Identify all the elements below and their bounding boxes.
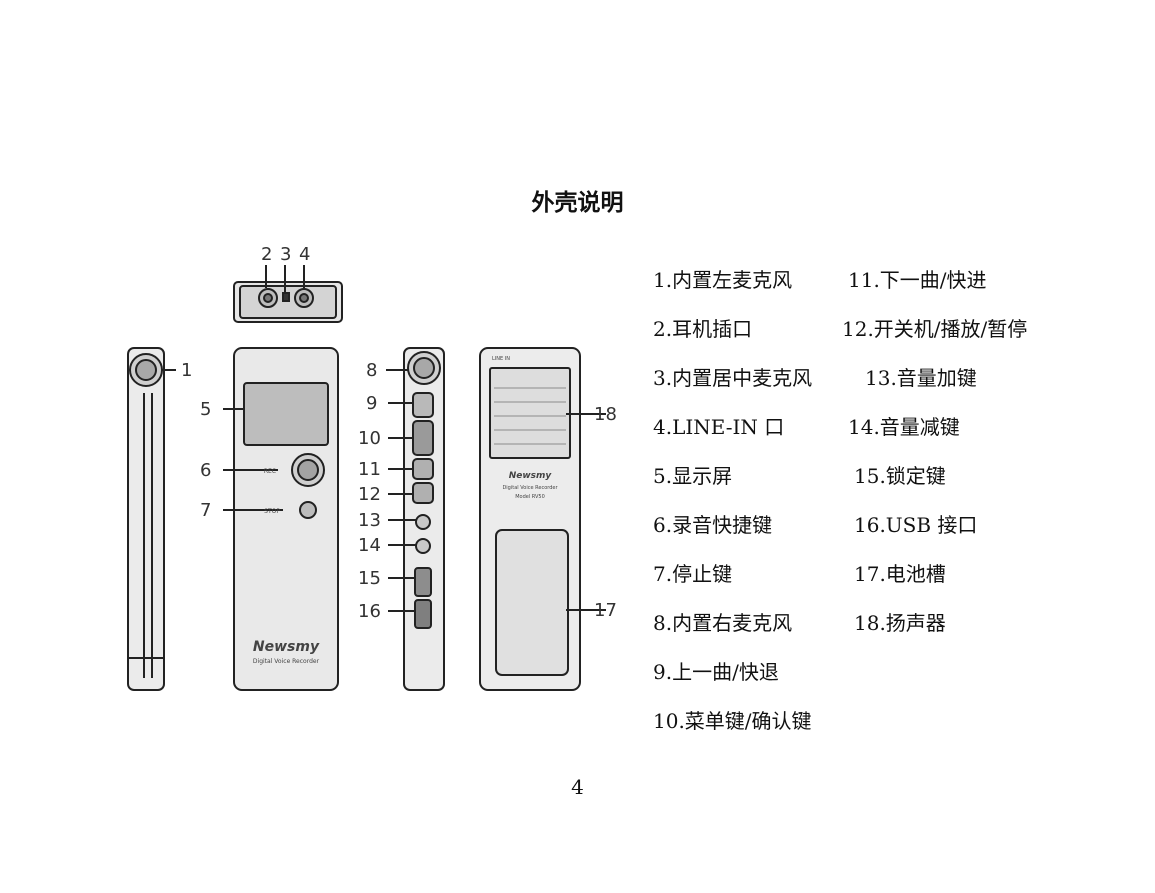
legend-item-10: 10.菜单键/确认键 xyxy=(653,709,812,733)
callout-10: 10 xyxy=(358,428,381,449)
line-in-label: LINE IN xyxy=(492,356,510,362)
callout-2: 2 xyxy=(261,244,272,265)
legend-item-13: 13.音量加键 xyxy=(865,366,977,390)
page-title: 外壳说明 xyxy=(531,190,624,216)
page-number: 4 xyxy=(571,775,584,799)
callout-16: 16 xyxy=(358,601,381,622)
device-diagram: 2 3 4 1 5 6 7 8 9 10 11 12 13 14 15 16 1… xyxy=(118,238,624,696)
back-view xyxy=(479,347,606,691)
back-subtitle: Digital Voice Recorder xyxy=(502,485,558,491)
rec-label: REC xyxy=(264,468,276,475)
device-text: Newsmy Digital Voice Recorder REC STOP N… xyxy=(253,356,559,665)
legend-item-18: 18.扬声器 xyxy=(854,611,946,635)
legend-item-9: 9.上一曲/快退 xyxy=(653,660,779,684)
right-side-view xyxy=(386,347,445,691)
callout-13: 13 xyxy=(358,510,381,531)
callout-15: 15 xyxy=(358,568,381,589)
legend-item-16: 16.USB 接口 xyxy=(854,513,978,537)
callout-11: 11 xyxy=(358,459,381,480)
callout-1: 1 xyxy=(181,360,192,381)
legend-item-15: 15.锁定键 xyxy=(854,464,946,488)
callout-5: 5 xyxy=(200,399,211,420)
top-view xyxy=(233,265,343,323)
callout-9: 9 xyxy=(366,393,377,414)
legend-item-7: 7.停止键 xyxy=(653,562,733,586)
left-side-view xyxy=(127,347,176,691)
callout-labels: 2 3 4 1 5 6 7 8 9 10 11 12 13 14 15 16 1… xyxy=(181,244,617,622)
back-brand: Newsmy xyxy=(509,471,553,481)
legend-item-11: 11.下一曲/快进 xyxy=(848,268,987,292)
legend-item-3: 3.内置居中麦克风 xyxy=(653,366,813,390)
callout-6: 6 xyxy=(200,460,211,481)
legend-item-17: 17.电池槽 xyxy=(854,562,946,586)
legend-item-5: 5.显示屏 xyxy=(653,464,733,488)
callout-12: 12 xyxy=(358,484,381,505)
callout-7: 7 xyxy=(200,500,211,521)
legend-item-8: 8.内置右麦克风 xyxy=(653,611,793,635)
callout-14: 14 xyxy=(358,535,381,556)
front-view xyxy=(223,347,339,691)
callout-3: 3 xyxy=(280,244,291,265)
callout-18: 18 xyxy=(594,404,617,425)
callout-8: 8 xyxy=(366,360,377,381)
back-model: Model RV50 xyxy=(515,494,545,500)
legend-item-1: 1.内置左麦克风 xyxy=(653,268,793,292)
legend-item-4: 4.LINE-IN 口 xyxy=(653,415,785,439)
front-subtitle: Digital Voice Recorder xyxy=(253,658,320,665)
legend-item-14: 14.音量减键 xyxy=(848,415,960,439)
stop-label: STOP xyxy=(264,508,280,515)
legend-item-2: 2.耳机插口 xyxy=(653,317,753,341)
callout-4: 4 xyxy=(299,244,310,265)
callout-17: 17 xyxy=(594,600,617,621)
legend-item-12: 12.开关机/播放/暂停 xyxy=(842,317,1028,341)
legend-item-6: 6.录音快捷键 xyxy=(653,513,773,537)
front-brand: Newsmy xyxy=(253,639,320,655)
